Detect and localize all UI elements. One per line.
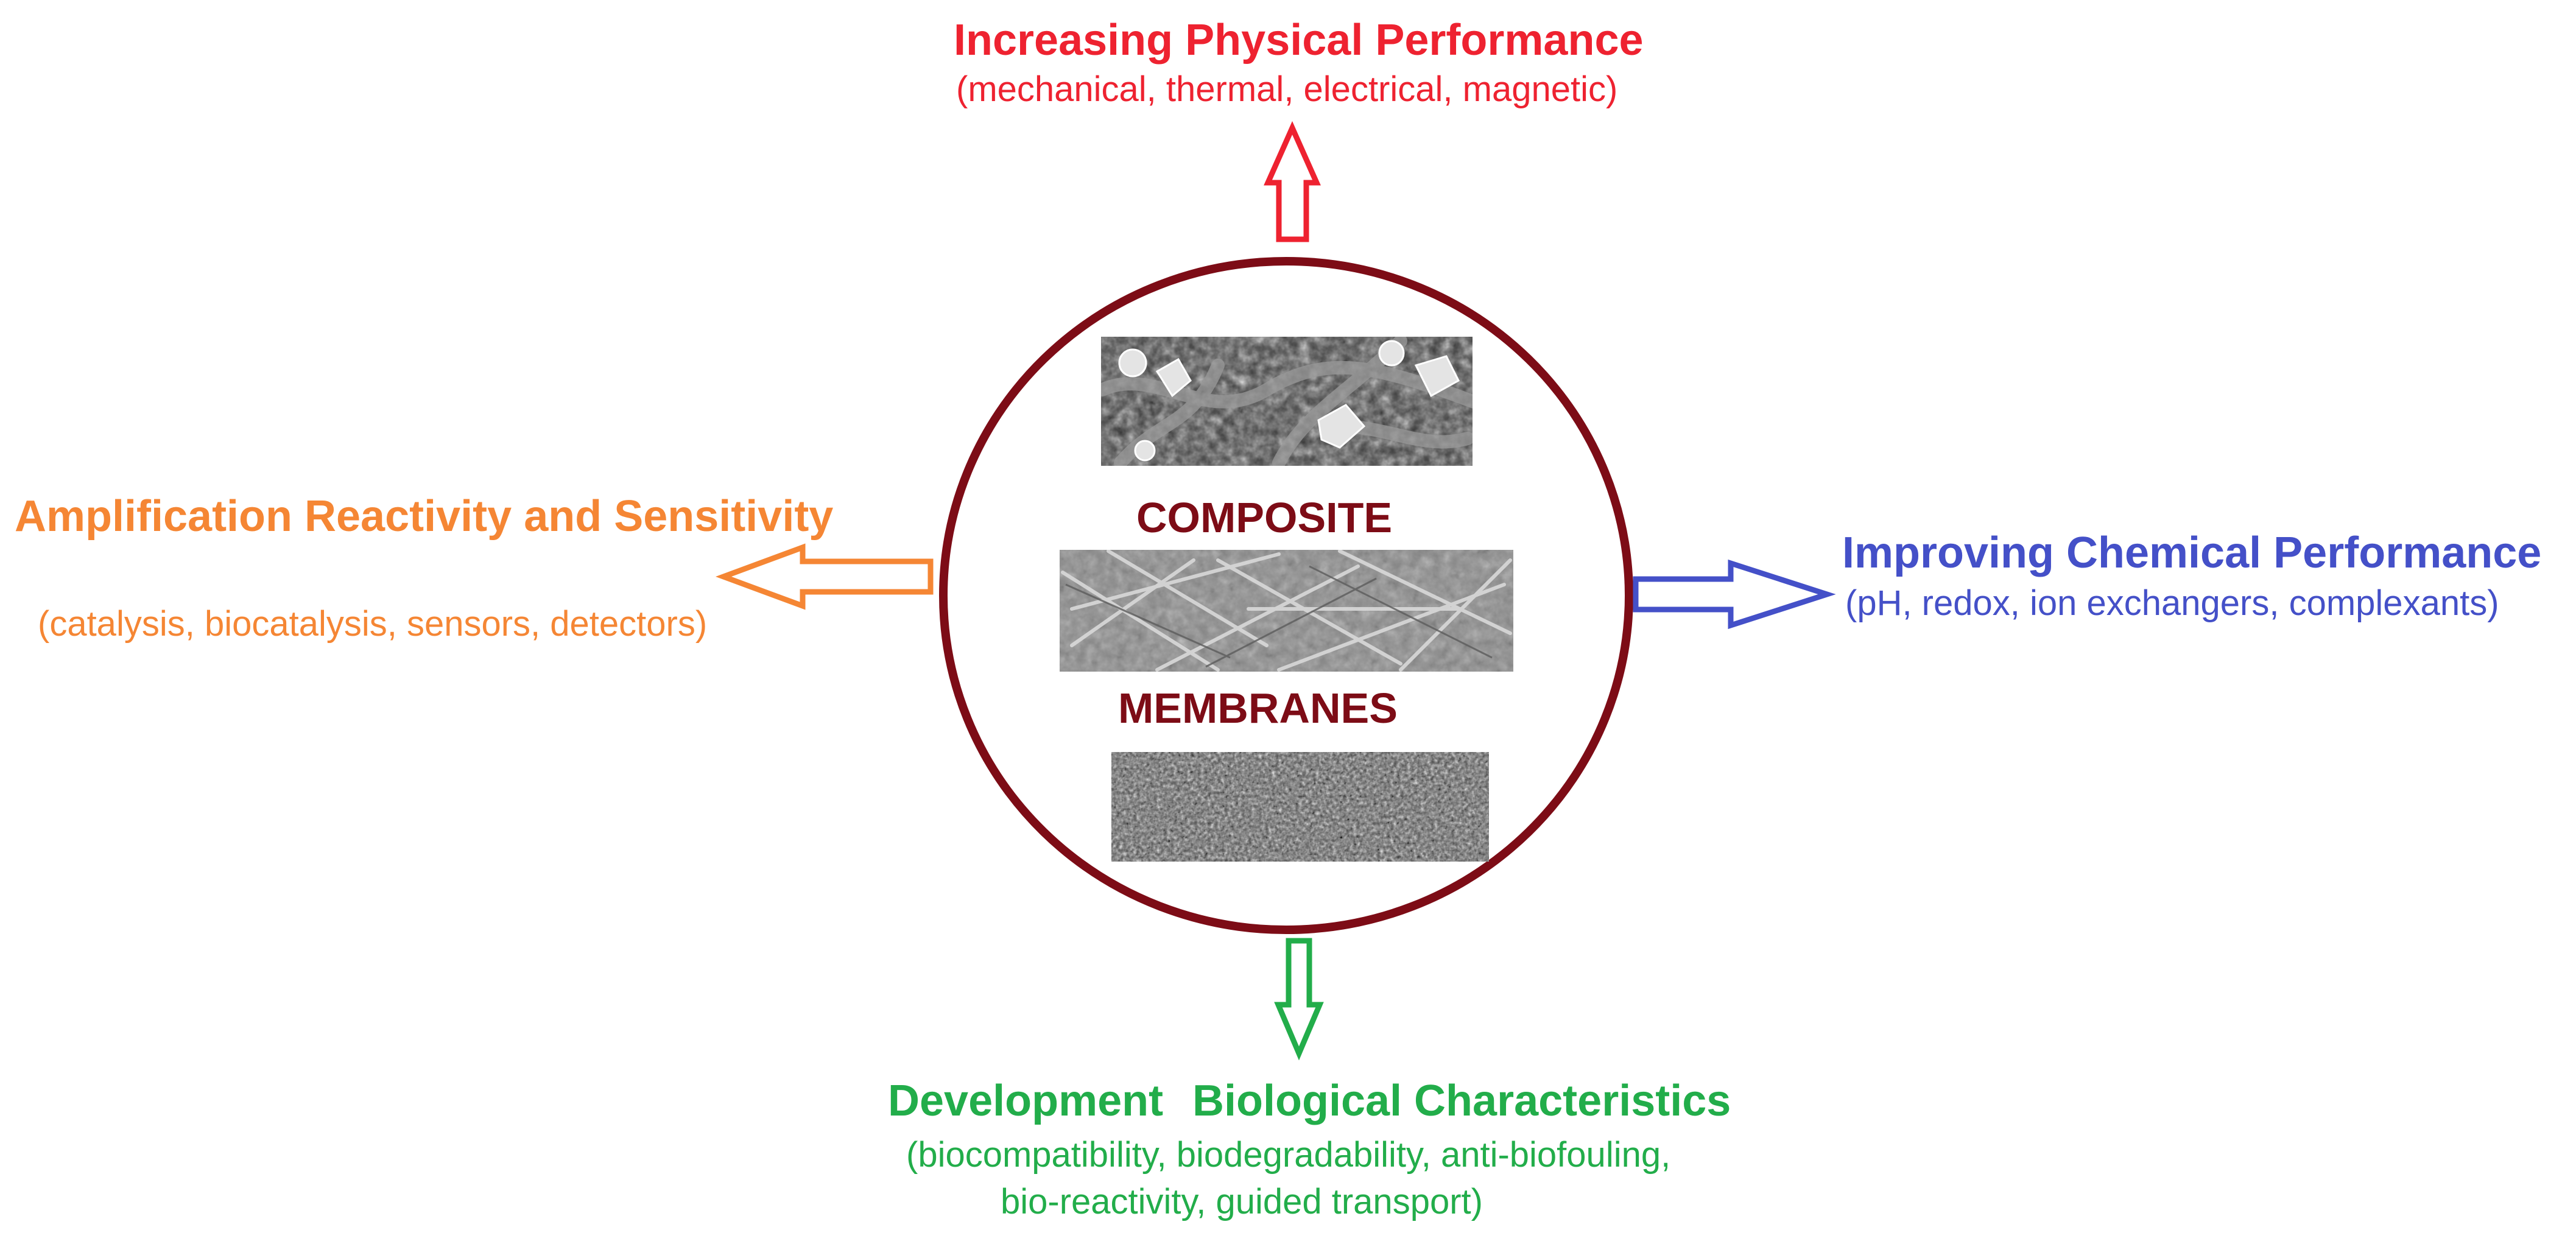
bottom-title-part1: Development xyxy=(888,1077,1164,1125)
composite-label: COMPOSITE xyxy=(1136,494,1393,541)
right-arrow-icon xyxy=(1633,559,1836,630)
left-subtitle: (catalysis, biocatalysis, sensors, detec… xyxy=(38,604,708,644)
right-subtitle: (pH, redox, ion exchangers, complexants) xyxy=(1845,583,2499,623)
sem-image-particles xyxy=(1101,337,1473,466)
up-arrow-icon xyxy=(1264,121,1321,242)
left-title: Amplification Reactivity and Sensitivity xyxy=(15,492,834,541)
bottom-subtitle-line2: bio-reactivity, guided transport) xyxy=(1001,1182,1483,1221)
membranes-label: MEMBRANES xyxy=(1118,684,1398,732)
top-subtitle: (mechanical, thermal, electrical, magnet… xyxy=(956,69,1618,109)
right-title: Improving Chemical Performance xyxy=(1842,529,2542,577)
bottom-title-part2: Biological Characteristics xyxy=(1192,1077,1731,1125)
bottom-subtitle-line1: (biocompatibility, biodegradability, ant… xyxy=(906,1135,1671,1175)
sem-image-granular xyxy=(1111,752,1489,862)
top-title: Increasing Physical Performance xyxy=(954,16,1644,65)
membrane-circle xyxy=(939,257,1633,934)
down-arrow-icon xyxy=(1274,938,1324,1061)
left-arrow-icon xyxy=(716,543,934,610)
sem-image-fibers xyxy=(1060,550,1513,672)
